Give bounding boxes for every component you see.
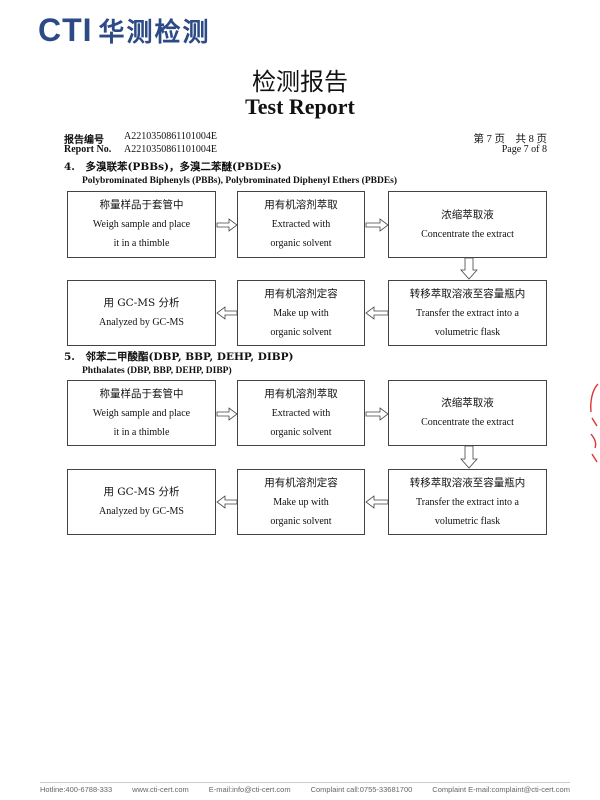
arrow-down-icon	[460, 257, 478, 280]
footer: Hotline:400-6788-333 www.cti-cert.com E-…	[40, 785, 570, 794]
arrow-left-icon	[365, 306, 389, 320]
page-cn: 第 7 页 共 8 页	[473, 134, 548, 145]
arrow-left-icon	[365, 495, 389, 509]
title-cn: 检测报告	[252, 68, 348, 96]
cti-logo: CTI 华测检测	[38, 12, 211, 49]
arrow-left-icon	[216, 306, 238, 320]
footer-hotline: Hotline:400-6788-333	[40, 785, 113, 794]
section-4-subtitle: Polybrominated Biphenyls (PBBs), Polybro…	[82, 176, 398, 186]
page-en: Page 7 of 8	[501, 144, 547, 155]
report-no-label-en: Report No.	[64, 144, 112, 155]
report-no-label-cn: 报告编号	[64, 135, 104, 146]
section-5-title: 5. 邻苯二甲酸酯(DBP, BBP, DEHP, DIBP)	[64, 351, 294, 363]
report-no-2: A2210350861101004E	[124, 144, 217, 155]
section-5-subtitle: Phthalates (DBP, BBP, DEHP, DIBP)	[82, 366, 232, 376]
arrow-right-icon	[365, 407, 389, 421]
footer-complaint-call: Complaint call:0755-33681700	[310, 785, 413, 794]
footer-complaint-email: Complaint E-mail:complaint@cti-cert.com	[432, 785, 570, 794]
section-4-title: 4. 多溴联苯(PBBs)，多溴二苯醚(PBDEs)	[64, 161, 282, 173]
title-en: Test Report	[245, 94, 355, 119]
arrow-right-icon	[216, 218, 238, 232]
arrow-left-icon	[216, 495, 238, 509]
arrow-down-icon	[460, 445, 478, 469]
footer-divider	[40, 782, 570, 783]
arrow-right-icon	[216, 407, 238, 421]
logo-cn-text: 华测检测	[98, 18, 211, 48]
footer-web: www.cti-cert.com	[132, 785, 189, 794]
logo-cti-text: CTI	[38, 12, 93, 48]
stamp-mark	[590, 383, 599, 463]
arrow-right-icon	[365, 218, 389, 232]
report-no-1: A2210350861101004E	[124, 131, 217, 142]
footer-email: E-mail:info@cti-cert.com	[208, 785, 291, 794]
